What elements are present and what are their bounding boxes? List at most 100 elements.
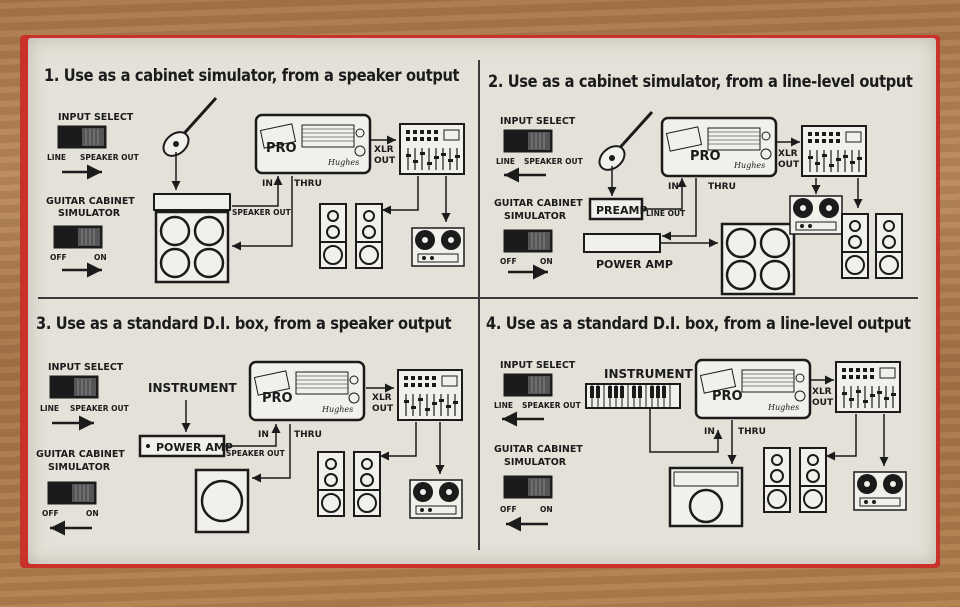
panel-3-cabinet-label-1: GUITAR CABINET [36,449,125,460]
panel-1-title: 1. Use as a cabinet simulator, from a sp… [44,66,460,86]
panel-4-thru-label: THRU [738,427,766,437]
panel-2-power-amp-head [583,233,661,253]
panel-4-input-select-switch [503,373,553,397]
panel-4-monitor-left [763,447,791,513]
panel-4-cabinet-label-2: SIMULATOR [504,457,567,468]
panel-1-cabinet-label-1: GUITAR CABINET [46,196,135,207]
panel-3-speaker-cab [194,468,250,534]
panel-3-speaker-out-label: SPEAKER OUT [70,404,130,413]
panel-3-cabinet-label-2: SIMULATOR [48,462,111,473]
panel-1-in-label: IN [262,179,273,189]
panel-2-diagram: INPUT SELECT LINE SPEAKER OUT GUITAR CAB… [494,110,903,296]
panel-2-off-label: OFF [500,257,517,266]
panel-4-speaker-out-label: SPEAKER OUT [522,401,582,410]
panel-4-keyboard-icon [585,383,681,409]
panel-4-combo-amp [668,466,744,528]
panel-3-tape-machine [409,479,463,519]
panel-3-monitor-right [353,451,381,517]
panel-3-power-amp-label: POWER AMP [156,441,233,454]
panel-4-tape-machine [853,471,907,511]
panel-1-mixer-icon [399,123,465,175]
panel-1-diagram: INPUT SELECT LINE SPEAKER OUT GUITAR CAB… [46,96,465,284]
panel-4-in-label: IN [704,427,715,437]
panel-4-monitor-right [799,447,827,513]
panel-1-thru-label: THRU [294,179,322,189]
panel-2-cabinet-icon [720,222,796,296]
panel-4-off-label: OFF [500,505,517,514]
panel-3-xlr-label: XLR [372,393,392,403]
panel-1-monitor-right [355,203,383,269]
panel-2-cabinet-label-1: GUITAR CABINET [494,198,583,209]
panel-4-on-label: ON [540,505,553,514]
panel-1-cabinet-label-2: SIMULATOR [58,208,121,219]
panel-2-mixer-icon [801,125,867,177]
panel-4-instrument-label: INSTRUMENT [604,367,694,381]
panel-3-input-select-label: INPUT SELECT [48,362,124,373]
panel-4-xlr-out-label: OUT [812,398,834,408]
panel-4-mixer-icon [835,361,901,413]
panel-3-line-label: LINE [40,404,59,413]
panel-1-input-select-label: INPUT SELECT [58,112,134,123]
panel-3-xlr-out-label: OUT [372,404,394,414]
panel-3-off-label: OFF [42,509,59,518]
panel-3-thru-label: THRU [294,430,322,440]
panel-2-line-out-label: LINE OUT [646,209,686,218]
panel-3-on-label: ON [86,509,99,518]
panel-2-monitor-right [875,213,903,279]
panel-2-power-amp-label: POWER AMP [596,258,673,271]
panel-1-monitor-left [319,203,347,269]
panel-3-cab-sim-switch [47,481,97,505]
panel-3-diagram: INPUT SELECT LINE SPEAKER OUT GUITAR CAB… [36,360,463,536]
panel-2-input-select-switch [503,129,553,153]
panel-2-in-label: IN [668,182,679,192]
panel-2-pro-label: PRO [690,149,721,164]
panel-2-red-box-unit [660,116,778,178]
panel-3-instrument-label: INSTRUMENT [148,381,238,395]
panel-2-on-label: ON [540,257,553,266]
vertical-divider [478,60,480,550]
panel-1-speaker-out-label: SPEAKER OUT [80,153,140,162]
panel-3-in-label: IN [258,430,269,440]
panel-1-source-out-label: SPEAKER OUT [232,208,292,217]
panel-4-title: 4. Use as a standard D.I. box, from a li… [486,314,911,334]
panel-2-speaker-out-label: SPEAKER OUT [524,157,584,166]
panel-4-cabinet-label-1: GUITAR CABINET [494,444,583,455]
panel-2-title: 2. Use as a cabinet simulator, from a li… [488,72,913,92]
panel-4-cab-sim-switch [503,475,553,499]
panel-2-guitar-icon [593,110,654,177]
panel-1-pro-label: PRO [266,141,297,156]
panel-1-tape-machine [411,227,465,267]
panel-4-input-select-label: INPUT SELECT [500,360,576,371]
panel-4-diagram: INPUT SELECT LINE SPEAKER OUT GUITAR CAB… [494,358,907,532]
panel-2-cabinet-label-2: SIMULATOR [504,211,567,222]
panel-3-mixer-icon [397,369,463,421]
horizontal-divider [38,297,918,299]
panel-4-line-label: LINE [494,401,513,410]
panel-4-pro-label: PRO [712,389,743,404]
panel-2-preamp-label: PREAMP [596,204,648,217]
panel-3-title: 3. Use as a standard D.I. box, from a sp… [36,314,452,334]
panel-1-xlr-label: XLR [374,145,394,155]
panel-2-xlr-out-label: OUT [778,160,800,170]
panel-1-line-label: LINE [47,153,66,162]
panel-2-thru-label: THRU [708,182,736,192]
panel-2-line-label: LINE [496,157,515,166]
panel-1-cab-sim-switch [53,225,103,249]
panel-1-xlr-out-label: OUT [374,156,396,166]
panel-2-monitor-left [841,213,869,279]
panel-1-amp-head [153,193,231,211]
panel-3-monitor-left [317,451,345,517]
panel-2-input-select-label: INPUT SELECT [500,116,576,127]
panel-1-input-select-switch [57,125,107,149]
panel-4-xlr-label: XLR [812,387,832,397]
panel-3-pro-label: PRO [262,391,293,406]
panel-1-off-label: OFF [50,253,67,262]
panel-2-cab-sim-switch [503,229,553,253]
panel-3-source-out-label: SPEAKER OUT [226,449,286,458]
panel-2-xlr-label: XLR [778,149,798,159]
panel-1-on-label: ON [94,253,107,262]
panel-1-guitar-icon [157,96,218,163]
panel-1-cabinet-icon [154,210,230,284]
panel-2-tape-machine [789,195,843,235]
